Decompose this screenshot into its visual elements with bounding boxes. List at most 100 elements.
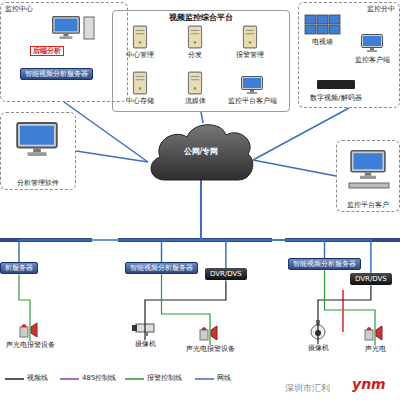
legend-text: 视频线: [27, 374, 48, 382]
cloud-outline: [151, 125, 253, 180]
network-connector: [64, 102, 148, 162]
network-connector: [201, 112, 203, 123]
monitor-center-panel: 监控中心智能视频分析服务器: [0, 2, 128, 102]
node-label: 流媒体: [185, 97, 206, 105]
server-label: 中心存储: [125, 97, 155, 105]
tv-wall-label: 电视墙: [311, 38, 334, 46]
decoder-icon: [317, 80, 355, 89]
node-label: 声光电报警设备: [186, 345, 235, 353]
server-icon: [133, 72, 146, 94]
node-label: 分发: [188, 51, 202, 59]
red-wire: [342, 290, 344, 332]
alarm-icon: [20, 323, 37, 337]
node-label: 中心管理: [126, 51, 154, 59]
legend-text: 485控制线: [82, 374, 116, 382]
node-label: 监控平台客户端: [228, 97, 277, 105]
legend-sample: [195, 378, 214, 380]
pc-tower: [84, 17, 94, 39]
analysis-server: 智能视频分析服务器: [20, 68, 93, 80]
client-monitor: [351, 151, 385, 179]
node-label: 声光电报警设备: [6, 341, 55, 349]
server-icon: [133, 26, 146, 48]
annotation-label: 后端分析: [30, 46, 64, 56]
analysis-server: 智能视频分析服务器: [125, 262, 198, 274]
alarm-label: 声光电: [364, 345, 387, 353]
analysis-server: 智能视频分析服务器: [288, 258, 361, 270]
client-label: 监控平台客户端: [227, 97, 278, 105]
network-cloud: 公网/专网: [145, 118, 257, 186]
node-label: 智能视频分析服务器: [130, 264, 193, 272]
network-connector: [253, 160, 336, 176]
network-connector: [201, 180, 325, 258]
server-label: 分发: [187, 51, 203, 59]
dvr-box: DVR/DVS: [350, 273, 392, 285]
alarm-icon: [365, 326, 382, 340]
client-icon: [362, 35, 383, 53]
alarm-icon: [200, 326, 217, 340]
server-label: 流媒体: [184, 97, 207, 105]
network-connector: [19, 180, 201, 262]
server-label: 中心管理: [125, 51, 155, 59]
keyboard-icon: [349, 183, 389, 188]
legend-text: 网线: [217, 374, 231, 382]
network-connector: [145, 280, 226, 340]
network-connector: [162, 274, 211, 345]
sub-center-panel: 监控分中电视墙监控客户端数字视频/解码器: [298, 2, 400, 108]
decoder-label: 数字视频/解码器: [309, 94, 362, 102]
client-label: 监控客户端: [354, 56, 391, 64]
node-label: 智能视频分析服务器: [25, 70, 88, 78]
dvr-box: DVR/DVS: [205, 268, 247, 280]
node-label: 中心存储: [126, 97, 154, 105]
node-label: 公网/专网: [184, 147, 219, 157]
panel-title: 监控中心: [5, 5, 33, 13]
node-label: 智能视频分析服务器: [293, 260, 356, 268]
platform-panel: 视频监控综合平台中心管理 分发 报警管理中心存储 流媒体 监控平台客户端: [112, 10, 290, 112]
node-label: DVR/DVS: [210, 270, 242, 278]
network-connector: [318, 285, 371, 344]
alarm-label: 声光电报警设备: [185, 345, 236, 353]
analysis-server: 析服务器: [0, 262, 38, 274]
network-connector: [253, 108, 349, 160]
network-connector: [19, 274, 30, 341]
panel-title: 监控平台客户: [347, 201, 389, 209]
panel-title: 分析管理软件: [17, 179, 59, 187]
panel-title: 视频监控综合平台: [169, 13, 233, 23]
software-panel: 分析管理软件: [0, 112, 76, 190]
watermark: 深圳市汇利: [285, 383, 330, 394]
legend-sample: [5, 378, 24, 380]
server-icon: [188, 26, 201, 48]
network-connector: [162, 180, 202, 262]
camera-label: 摄像机: [307, 344, 330, 352]
node-label: 报警管理: [236, 51, 264, 59]
server-icon: [188, 72, 201, 94]
server-icon: [243, 26, 256, 48]
network-connector: [201, 180, 371, 273]
legend-sample: [125, 378, 144, 380]
client-panel: 监控平台客户: [336, 140, 400, 212]
node-label: 电视墙: [312, 38, 333, 46]
node-label: 摄像机: [135, 340, 156, 348]
camera-icon: [132, 324, 154, 336]
watermark-logo: ynm: [352, 376, 386, 393]
legend-sample: [60, 378, 79, 380]
software-monitor: [17, 123, 57, 156]
node-label: DVR/DVS: [355, 275, 387, 283]
server-label: 报警管理: [235, 51, 265, 59]
pc-icon: [53, 17, 80, 39]
tv-wall: [305, 15, 340, 34]
camera-label: 摄像机: [134, 340, 157, 348]
node-label: 析服务器: [5, 264, 33, 272]
node-label: 数字视频/解码器: [310, 94, 361, 102]
panel-title: 监控分中: [367, 5, 395, 13]
alarm-label: 声光电报警设备: [5, 341, 56, 349]
node-label: 监控客户端: [355, 56, 390, 64]
legend-text: 报警控制线: [147, 374, 182, 382]
network-connector: [76, 151, 148, 162]
node-label: 声光电: [365, 345, 386, 353]
network-connector: [201, 180, 226, 268]
client-icon: [242, 77, 263, 95]
node-label: 摄像机: [308, 344, 329, 352]
